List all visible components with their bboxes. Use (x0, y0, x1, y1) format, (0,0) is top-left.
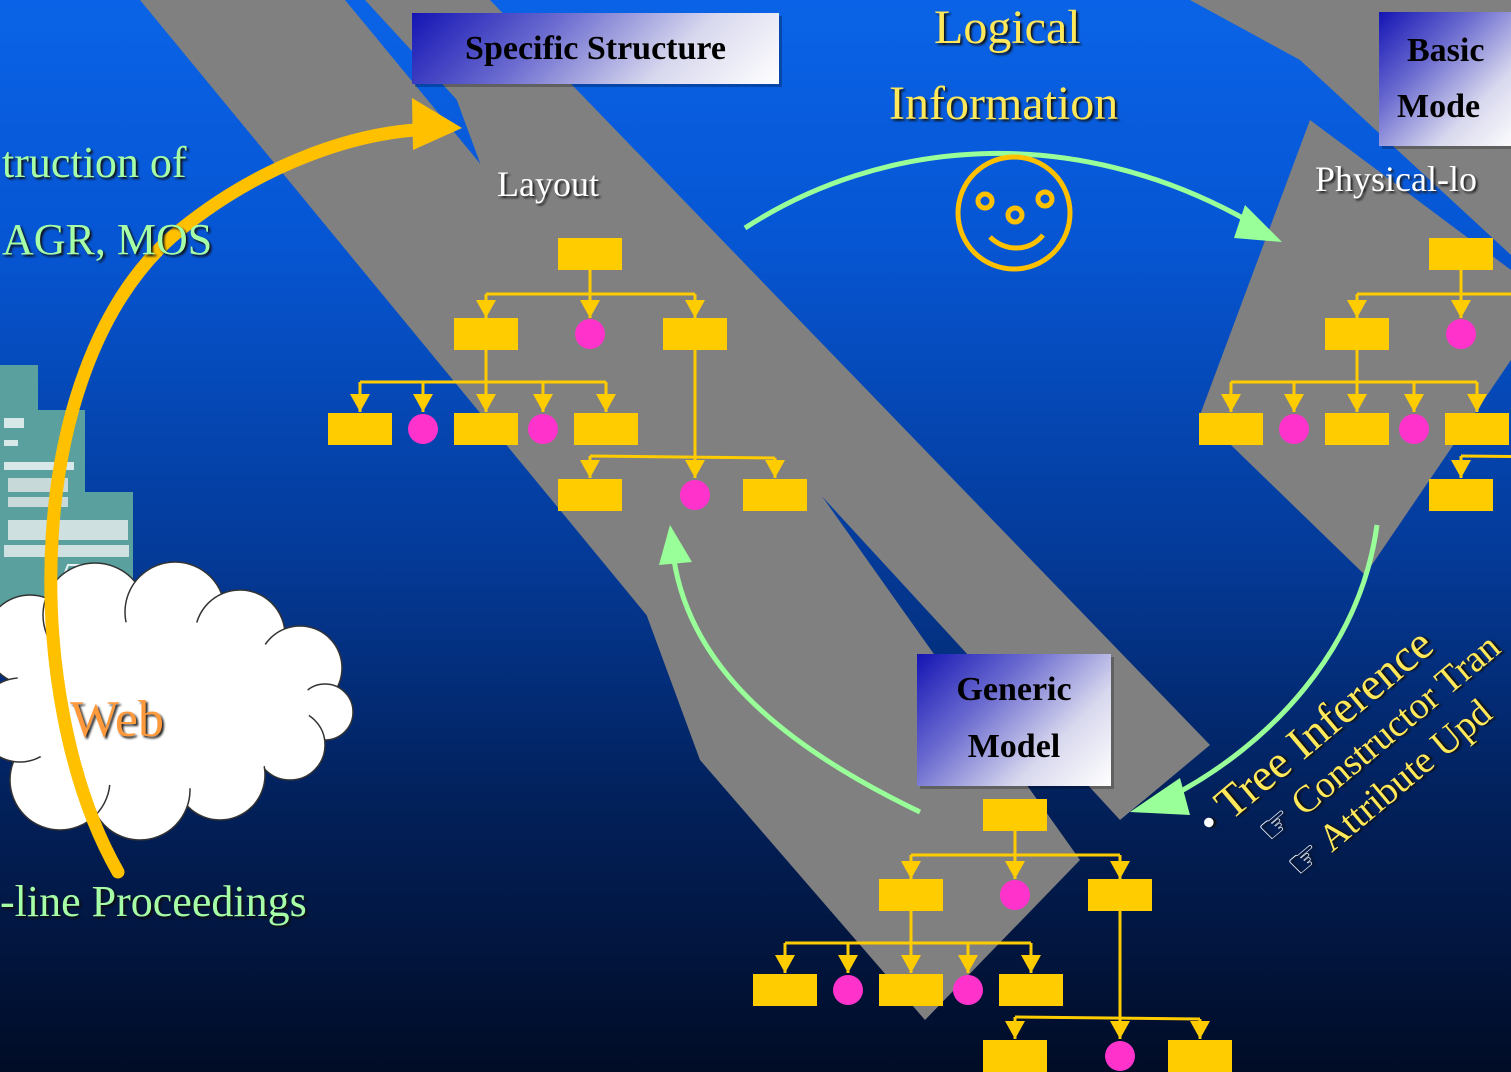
specific-structure-box: Specific Structure (412, 13, 779, 84)
tree-arrowhead (350, 394, 370, 412)
tree-node (663, 318, 727, 350)
tree-arrowhead (1021, 955, 1041, 973)
tree-node (454, 318, 518, 350)
tree-node (983, 799, 1047, 831)
tree-arrowhead (1347, 300, 1367, 318)
tree-arrowhead (1005, 861, 1025, 879)
yellow-cycle-arrow (44, 98, 462, 879)
tree-arrowhead (838, 955, 858, 973)
arrow-layout-to-physical (743, 150, 1252, 231)
tree-arrowhead (1347, 394, 1367, 412)
construction-text: truction of (2, 138, 187, 187)
green-arrows (659, 150, 1380, 815)
basic-title: Basic (1407, 32, 1485, 69)
trees (328, 238, 1511, 1072)
tree-node (743, 479, 807, 511)
tree-arrowhead (1110, 861, 1130, 879)
tree-leaf (680, 480, 710, 510)
model-title: Mode (1397, 88, 1481, 125)
tree-arrowhead (596, 394, 616, 412)
tree-node (999, 974, 1063, 1006)
tree-node (1445, 413, 1509, 445)
tree-arrowhead (1005, 1021, 1025, 1039)
tree-arrowhead (958, 955, 978, 973)
tree-leaf (833, 975, 863, 1005)
proceedings-text: -line Proceedings (0, 877, 307, 926)
tree-arrowhead (1190, 1021, 1210, 1039)
tree-node (1429, 479, 1493, 511)
tree-node (1325, 318, 1389, 350)
tree-node (1429, 238, 1493, 270)
generic-model-title: Model (967, 728, 1061, 765)
tree-arrowhead (1284, 394, 1304, 412)
tree-edge (1460, 454, 1511, 459)
tree-leaf (528, 414, 558, 444)
methods-text: AGR, MOS (2, 215, 213, 264)
generic-model-box: Generic Model (917, 654, 1111, 786)
tree-leaf (953, 975, 983, 1005)
tree-leaf (1279, 414, 1309, 444)
logical-label: Logical (934, 1, 1081, 54)
tree-node (983, 1040, 1047, 1072)
web-label: Web (70, 691, 164, 748)
tree-leaf (1446, 319, 1476, 349)
tree-node (1199, 413, 1263, 445)
basic-model-box: Basic Mode (1379, 12, 1511, 146)
tree-leaf (575, 319, 605, 349)
tree-arrowhead (476, 300, 496, 318)
arrow-generic-to-layout (671, 559, 922, 815)
tree-node (1088, 879, 1152, 911)
tree-arrowhead (775, 955, 795, 973)
tree-arrowhead (685, 300, 705, 318)
tree-node (753, 974, 817, 1006)
smiley-icon (955, 154, 1073, 272)
physical-logical-label: Physical-lo (1315, 159, 1477, 199)
tree-arrowhead (765, 460, 785, 478)
tree-leaf (408, 414, 438, 444)
generic-title: Generic (956, 671, 1072, 708)
tree-node (558, 479, 622, 511)
tree-node (558, 238, 622, 270)
information-label: Information (889, 77, 1119, 130)
tree-arrowhead (901, 861, 921, 879)
tree-arrowhead (580, 460, 600, 478)
tree-arrowhead (580, 300, 600, 318)
tree-arrowhead (413, 394, 433, 412)
tree-edge (589, 454, 776, 460)
tree-node (879, 974, 943, 1006)
specific-structure-title: Specific Structure (465, 30, 726, 67)
tree-arrowhead (901, 955, 921, 973)
layout-label: Layout (497, 164, 599, 204)
tree-leaf (1000, 880, 1030, 910)
tree-arrowhead (533, 394, 553, 412)
web-cloud (0, 561, 354, 841)
arrow-physical-to-generic (1168, 524, 1380, 800)
tree-arrowhead (1451, 460, 1471, 478)
tree-node (879, 879, 943, 911)
tree-edge (1014, 1015, 1201, 1021)
tree-node (1168, 1040, 1232, 1072)
tree-node (328, 413, 392, 445)
tree-arrowhead (1451, 300, 1471, 318)
tree-arrowhead (1221, 394, 1241, 412)
tree-arrowhead (1467, 394, 1487, 412)
tree-node (1325, 413, 1389, 445)
tree-arrowhead (1110, 1021, 1130, 1039)
tree-arrowhead (685, 460, 705, 478)
tree-arrowhead (476, 394, 496, 412)
tree-leaf (1105, 1041, 1135, 1071)
tree-node (454, 413, 518, 445)
tree-node (574, 413, 638, 445)
tree-arrowhead (1404, 394, 1424, 412)
tree-leaf (1399, 414, 1429, 444)
